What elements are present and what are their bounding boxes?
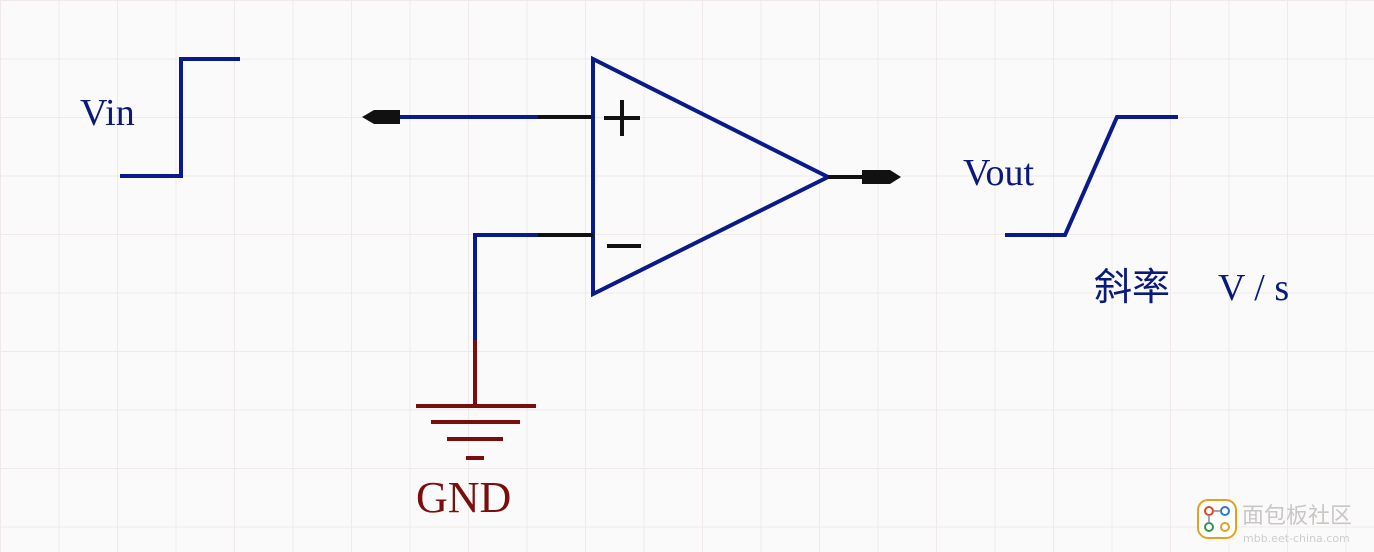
watermark-title: 面包板社区 bbox=[1242, 504, 1352, 529]
input-port-arrow-icon bbox=[362, 110, 400, 124]
watermark: 面包板社区 mbb.eet-china.com bbox=[1197, 499, 1352, 545]
vin-label: Vin bbox=[80, 92, 135, 134]
output-port-arrow-icon bbox=[862, 170, 901, 184]
gnd-label: GND bbox=[416, 473, 511, 522]
vout-ramp-waveform bbox=[1005, 115, 1178, 237]
vin-step-waveform bbox=[120, 57, 240, 178]
slew-rate-unit: V / s bbox=[1218, 267, 1289, 309]
inverting-input-wire bbox=[473, 233, 538, 340]
slew-rate-label: 斜率 bbox=[1094, 267, 1170, 309]
ground-icon bbox=[416, 404, 536, 460]
vout-label: Vout bbox=[963, 152, 1035, 194]
opamp-body bbox=[591, 55, 833, 298]
circuit-board-logo-icon bbox=[1197, 499, 1237, 539]
watermark-url: mbb.eet-china.com bbox=[1243, 532, 1350, 545]
